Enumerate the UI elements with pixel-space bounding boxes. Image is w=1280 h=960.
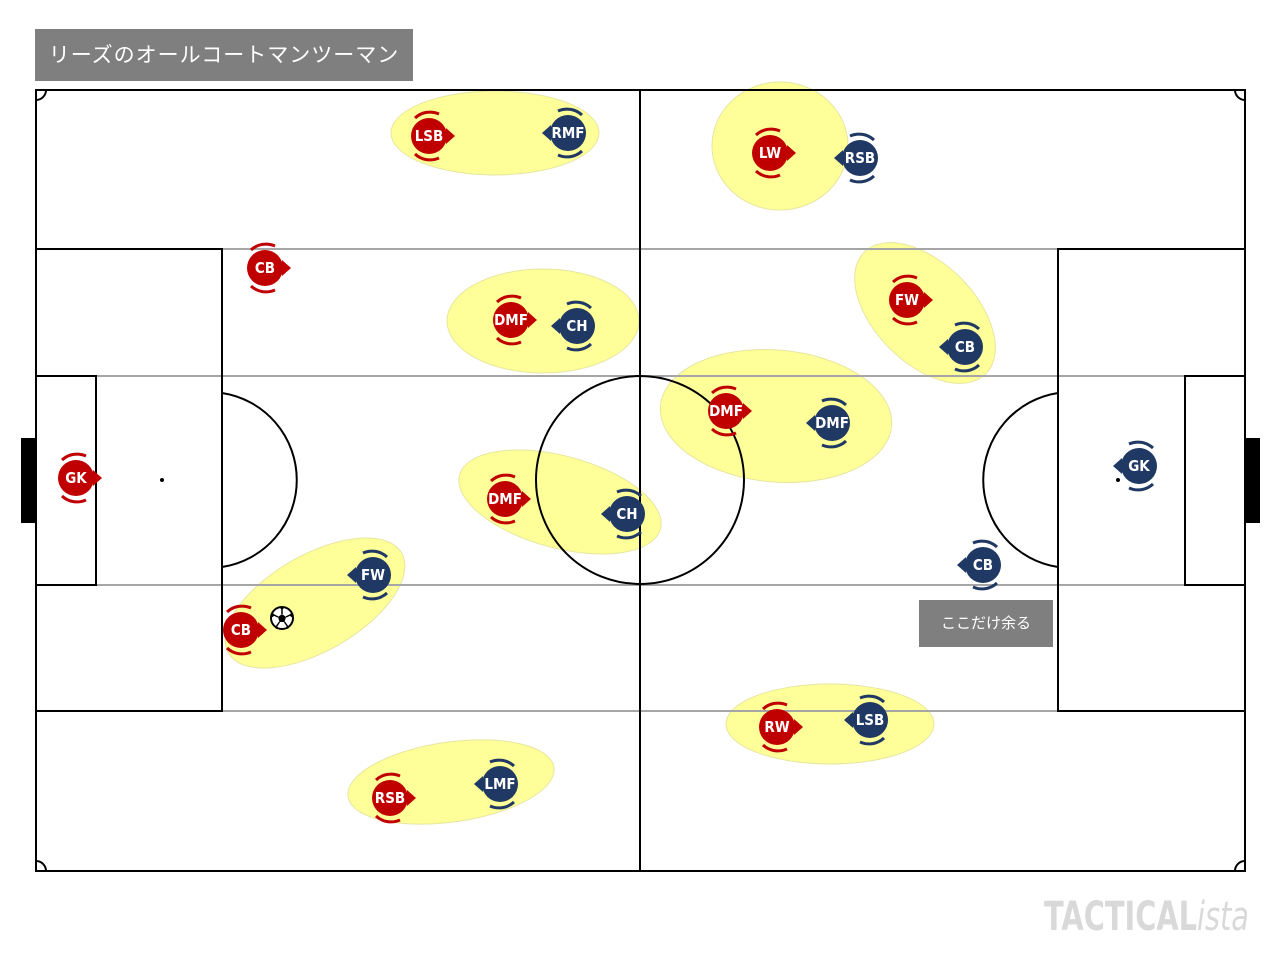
player-label: RSB: [375, 789, 405, 807]
marking-highlights: [224, 81, 996, 825]
right-penalty-spot: [1116, 478, 1120, 482]
home-player-lw: LW: [752, 127, 796, 179]
note-label: ここだけ余る: [919, 600, 1053, 647]
player-label: DMF: [815, 414, 849, 432]
player-label: FW: [895, 291, 919, 309]
away-player-cb: CB: [957, 539, 1001, 591]
marking-pair-highlight: [725, 683, 935, 765]
player-label: CB: [255, 259, 275, 277]
player-label: CB: [955, 338, 975, 356]
marking-pair-highlight: [659, 348, 893, 484]
brand-suffix: ista: [1196, 894, 1249, 940]
home-player-rsb: RSB: [372, 772, 416, 824]
away-player-ch: CH: [601, 488, 645, 540]
home-player-rw: RW: [759, 701, 803, 753]
pitch-markings: [35, 89, 1246, 872]
away-player-rmf: RMF: [542, 107, 586, 159]
home-player-dmf: DMF: [487, 473, 531, 525]
player-label: FW: [361, 566, 385, 584]
away-player-lmf: LMF: [474, 758, 518, 810]
player-label: LSB: [856, 711, 885, 729]
away-player-fw: FW: [347, 549, 391, 601]
away-player-dmf: DMF: [806, 397, 850, 449]
marking-pair-highlight: [446, 268, 640, 374]
home-player-cb: CB: [247, 242, 291, 294]
players: LSB LW CB DMF FW DMF GK DMF CB RW RSB RMF RSB CH CB DMF…: [58, 107, 1157, 824]
player-label: GK: [65, 469, 87, 487]
player-label: DMF: [494, 311, 528, 329]
marking-pair-highlight: [224, 537, 406, 669]
left-penalty-spot: [160, 478, 164, 482]
home-player-fw: FW: [889, 274, 933, 326]
marking-pair-highlight: [347, 739, 555, 825]
home-player-dmf: DMF: [493, 294, 537, 346]
player-label: LMF: [484, 775, 515, 793]
player-label: RW: [764, 718, 789, 736]
left-goal: [21, 438, 36, 523]
diagram-title: リーズのオールコートマンツーマン: [35, 29, 413, 81]
away-player-lsb: LSB: [844, 694, 888, 746]
home-player-gk: GK: [58, 452, 102, 504]
player-label: DMF: [709, 402, 743, 420]
player-label: CH: [616, 505, 637, 523]
soccer-ball-icon: [270, 606, 294, 630]
player-label: CB: [231, 621, 251, 639]
player-label: DMF: [488, 490, 522, 508]
home-player-lsb: LSB: [411, 110, 455, 162]
player-label: GK: [1128, 457, 1150, 475]
player-label: CH: [566, 317, 587, 335]
home-player-cb: CB: [223, 604, 267, 656]
home-player-dmf: DMF: [708, 385, 752, 437]
brand-main: TACTICAL: [1044, 894, 1197, 940]
away-player-ch: CH: [551, 300, 595, 352]
player-label: RSB: [845, 149, 875, 167]
player-label: CB: [973, 556, 993, 574]
away-player-cb: CB: [939, 321, 983, 373]
player-label: LW: [759, 144, 781, 162]
player-label: RMF: [551, 124, 584, 142]
right-goal: [1245, 438, 1260, 523]
player-label: LSB: [415, 127, 444, 145]
brand-watermark: TACTICALista: [1044, 892, 1249, 942]
away-player-rsb: RSB: [834, 132, 878, 184]
away-player-gk: GK: [1113, 440, 1157, 492]
